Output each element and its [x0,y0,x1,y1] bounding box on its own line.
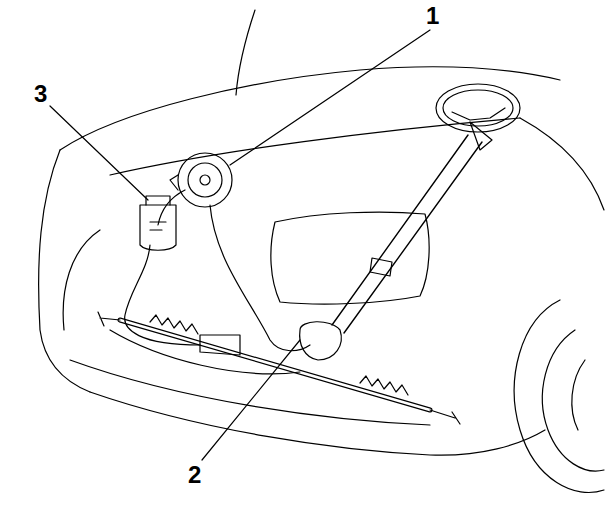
rack-housing-inner [120,320,430,410]
tie-rod-right [430,410,460,424]
steering-wheel [436,84,520,132]
power-steering-pump [178,153,232,207]
wheel-hub [572,360,585,430]
pump-pulley [188,163,222,197]
rack-valve [200,335,240,355]
return-hose [125,245,200,345]
steering-column [344,142,482,333]
fluid-reservoir [140,205,176,250]
rack-housing [120,320,430,410]
wheel-inner [542,330,604,471]
steering-hub [452,108,505,120]
front-bumper [90,392,545,455]
rack-boot [360,376,408,395]
left-fender [39,150,90,392]
steering-column [332,135,468,325]
pump-shaft [200,175,210,185]
wheel-outer [514,300,604,493]
pressure-hose [210,205,310,351]
leader-line [50,106,148,200]
right-fender [520,118,604,210]
reservoir-cap [146,196,170,205]
feed-hose [158,190,185,225]
roof-line [60,67,560,150]
callout-number: 2 [188,463,201,487]
column-bracket [370,258,392,276]
grille-opening [271,212,429,304]
tie-rod-left [98,312,120,326]
column-head [470,122,492,150]
pump-body [170,175,178,190]
a-pillar [236,10,255,95]
steering-wheel-inner [443,90,513,126]
leader-line [230,30,430,165]
reservoir-marks [150,222,166,230]
cooler-line [110,330,300,374]
headlamp-line [63,230,100,330]
leader-line [202,340,300,460]
callout-number: 3 [34,82,47,106]
pinion-housing [300,322,342,360]
hood-edge [110,118,520,175]
rack-boot [150,315,198,334]
callout-number: 1 [426,4,439,28]
